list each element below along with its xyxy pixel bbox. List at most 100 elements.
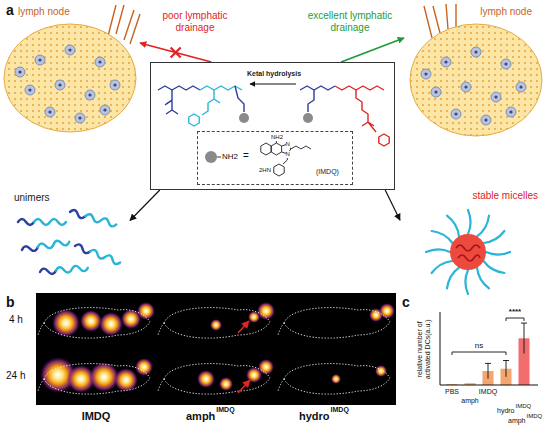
axis-title: relative number of activated DCs(a.u.) xyxy=(416,308,433,390)
polymer-backbone xyxy=(335,86,384,90)
significance-bracket xyxy=(506,318,524,321)
lymph-node-outline xyxy=(410,24,542,136)
unimer xyxy=(74,243,121,265)
corona-chain xyxy=(447,216,459,237)
cell xyxy=(431,87,441,97)
signal xyxy=(80,310,102,332)
node-label: lymph node xyxy=(18,6,70,18)
nucleus xyxy=(88,93,91,96)
corona-chain xyxy=(477,216,489,237)
blocked-mark xyxy=(171,48,181,58)
mouse-image xyxy=(38,357,153,394)
polymer-backbone xyxy=(158,86,200,90)
corona-chain xyxy=(465,270,468,294)
bond xyxy=(217,157,221,158)
imaging-panel xyxy=(36,293,396,405)
cell xyxy=(85,90,95,100)
group-label: IMDQ xyxy=(82,410,111,423)
error-bar xyxy=(485,323,527,379)
ring xyxy=(271,143,281,155)
cell xyxy=(45,107,55,117)
corona-chain xyxy=(426,249,450,252)
node-label: stable micelles xyxy=(472,190,538,202)
pointer-arrow xyxy=(238,380,250,393)
nucleus xyxy=(504,62,507,65)
cell xyxy=(441,57,451,67)
significance-bracket xyxy=(452,352,506,355)
mouse-image xyxy=(278,364,390,395)
signal xyxy=(331,374,341,384)
node-outline xyxy=(0,4,140,134)
unimer xyxy=(18,219,66,225)
nucleus xyxy=(519,85,522,88)
corona-chain xyxy=(468,210,471,234)
cell-nuclei xyxy=(424,50,522,121)
corona-chain xyxy=(447,268,459,289)
nucleus xyxy=(78,116,81,119)
cell xyxy=(95,57,105,67)
signal xyxy=(114,368,138,392)
cell xyxy=(110,80,120,90)
axis xyxy=(440,312,538,385)
nucleus xyxy=(103,108,106,111)
lymph-node-body xyxy=(410,24,542,136)
category-label: IMDQ xyxy=(479,388,497,396)
polymer-structures xyxy=(158,84,389,146)
panel-letter: b xyxy=(6,294,15,311)
signal xyxy=(375,365,387,377)
node-label: (IMDQ) xyxy=(316,168,339,176)
lymph-node-texture xyxy=(4,24,136,132)
polymer-backbone xyxy=(300,86,335,90)
unimer-block xyxy=(89,249,121,266)
chem-group: NH2 xyxy=(222,152,238,162)
panel-letter: c xyxy=(402,294,410,311)
nucleus xyxy=(18,70,21,73)
flow-arrow xyxy=(385,190,400,220)
cell xyxy=(75,113,85,123)
mouse-image xyxy=(158,302,275,338)
unimer-block xyxy=(85,213,117,227)
cell xyxy=(55,80,65,90)
signal xyxy=(210,319,222,331)
benzene-ring xyxy=(379,134,389,146)
unimer-block xyxy=(56,265,88,274)
group-label: amph xyxy=(186,410,215,423)
mouse-image xyxy=(278,303,395,338)
hydrolysis-arrow xyxy=(250,84,296,85)
chem-group: NH2 xyxy=(271,134,283,141)
time-label: 24 h xyxy=(6,370,25,382)
mouse-outline xyxy=(38,308,150,339)
signal xyxy=(219,377,233,391)
cell xyxy=(461,82,471,92)
unimer-block xyxy=(21,244,38,253)
group-label: hydro xyxy=(299,410,330,423)
unimer-block xyxy=(37,239,70,250)
unimer xyxy=(21,239,69,253)
bond xyxy=(276,141,277,143)
unimer-block xyxy=(34,219,66,225)
nucleus xyxy=(28,88,31,91)
ring xyxy=(274,164,284,176)
atom-label: N xyxy=(286,141,290,148)
side-chain xyxy=(308,90,314,112)
corona-chain xyxy=(484,231,505,243)
micelle-core xyxy=(450,234,486,270)
cell xyxy=(35,55,45,65)
mouse-image xyxy=(38,302,155,338)
unimer-block xyxy=(69,209,86,219)
nucleus xyxy=(509,110,512,113)
category-superscript: IMDQ xyxy=(516,403,532,410)
category-label: amph xyxy=(508,417,526,425)
core-chains xyxy=(456,245,480,261)
significance-label: ns xyxy=(475,341,483,351)
cell xyxy=(491,92,501,102)
panel-letter: a xyxy=(6,2,14,19)
imdq-bead xyxy=(303,113,313,123)
equals-sign: = xyxy=(243,150,249,162)
signal xyxy=(99,312,123,336)
chem-group: 2HN xyxy=(259,167,271,174)
immune-cells xyxy=(15,45,120,123)
ring xyxy=(261,143,271,155)
time-label: 4 h xyxy=(9,314,23,326)
cell xyxy=(100,105,110,115)
